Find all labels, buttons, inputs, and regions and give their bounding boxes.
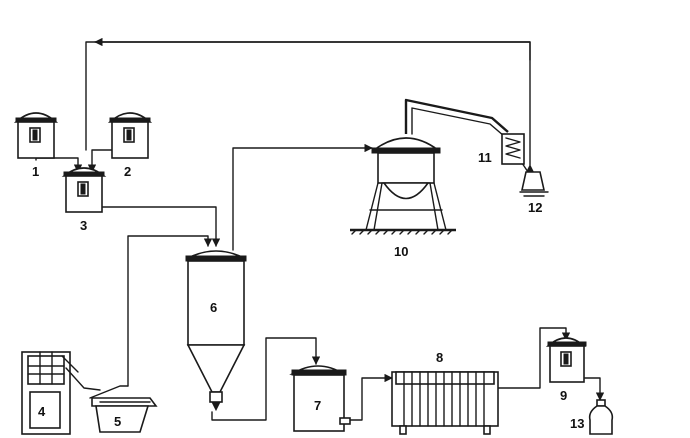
label-6: 6 — [210, 300, 217, 315]
line-5-to-6 — [127, 235, 213, 387]
condenser-11: 11 — [478, 133, 525, 165]
tank-3: 3 — [61, 167, 107, 233]
receiver-12: 12 — [519, 171, 549, 215]
line-1-to-3 — [35, 157, 83, 173]
tank-1: 1 — [13, 112, 59, 179]
tank-7: 7 — [289, 365, 351, 432]
pipelines — [35, 37, 605, 421]
label-12: 12 — [528, 200, 542, 215]
mixer-5: 5 — [89, 385, 158, 433]
label-5: 5 — [114, 414, 121, 429]
label-11: 11 — [478, 150, 492, 165]
line-9-to-13 — [584, 377, 605, 401]
label-8: 8 — [436, 350, 443, 365]
tank-9: 9 — [545, 337, 587, 403]
label-1: 1 — [32, 164, 39, 179]
line-2-to-3 — [87, 149, 119, 173]
return-line-12-to-3 — [85, 41, 535, 173]
label-7: 7 — [314, 398, 321, 413]
line-6-to-7 — [211, 337, 321, 421]
label-10: 10 — [394, 244, 408, 259]
crusher-4: 4 — [21, 351, 101, 435]
line-6-to-10 — [232, 143, 373, 251]
return-line-arrow-top — [94, 37, 531, 61]
label-4: 4 — [38, 404, 46, 419]
vapour-pipe-10-to-11 — [404, 98, 509, 134]
column-6: 6 — [185, 250, 247, 412]
line-8-to-9 — [496, 327, 571, 389]
label-9: 9 — [560, 388, 567, 403]
label-3: 3 — [80, 218, 87, 233]
line-3-to-6 — [101, 206, 221, 247]
label-13: 13 — [570, 416, 584, 431]
label-2: 2 — [124, 164, 131, 179]
still-10: 10 — [350, 137, 456, 259]
tank-2: 2 — [107, 112, 153, 179]
line-7-to-8 — [345, 373, 393, 421]
vapour-pipe-10-to-11-inner — [411, 107, 505, 137]
filter-press-8: 8 — [391, 350, 499, 435]
bottle-13: 13 — [570, 399, 614, 435]
